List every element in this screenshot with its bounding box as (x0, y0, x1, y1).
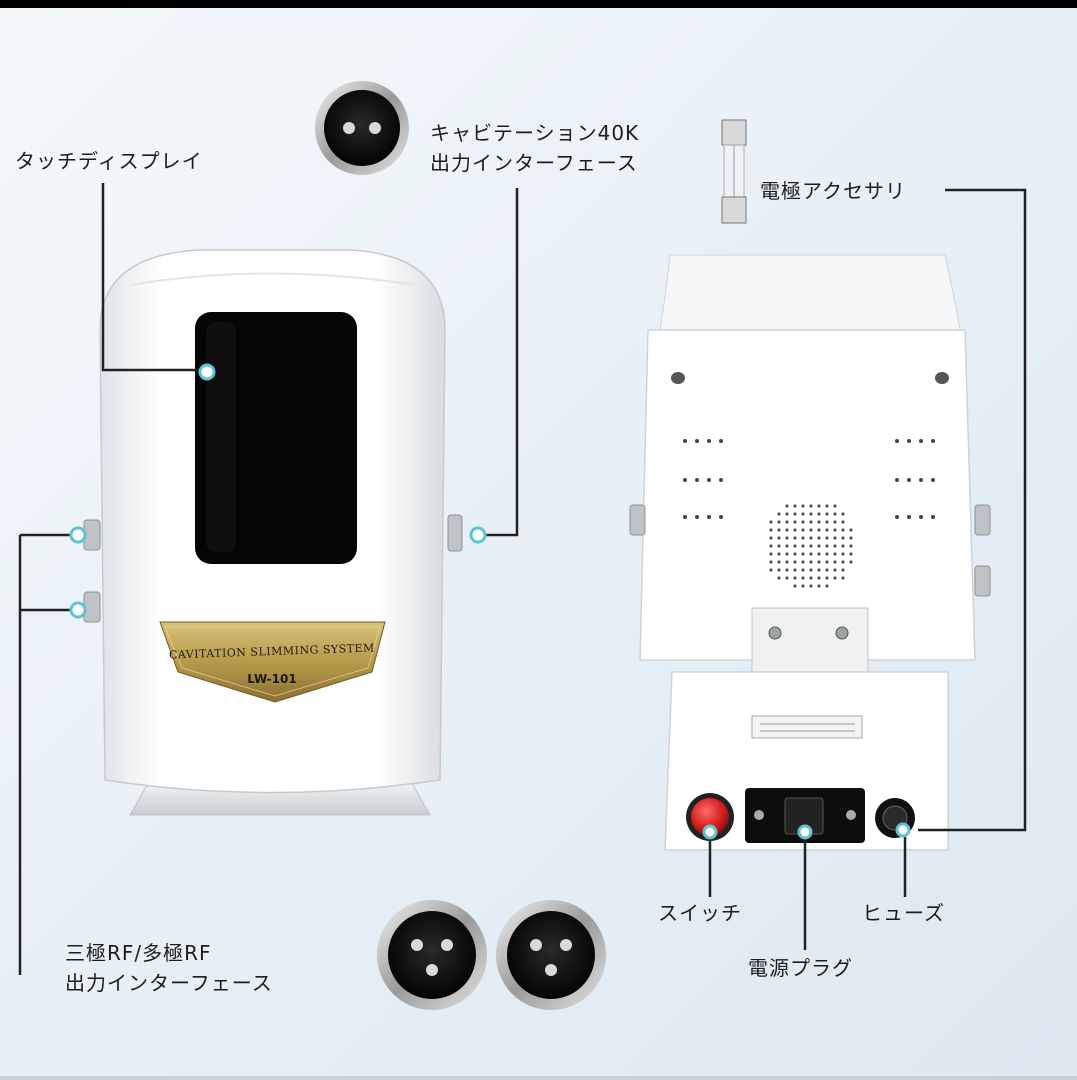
vent-holes (683, 439, 935, 519)
front-device (83, 249, 463, 816)
label-switch: スイッチ (658, 901, 742, 925)
label-fuse: ヒューズ (862, 901, 945, 925)
back-device (629, 254, 991, 851)
bottom-border-line (0, 1076, 1077, 1080)
label-electrode-accessory: 電極アクセサリ (760, 179, 906, 203)
top-border-bar (0, 0, 1077, 8)
speaker-grille (769, 504, 853, 588)
leader-lines (18, 183, 1027, 975)
label-power-plug: 電源プラグ (748, 956, 853, 980)
fuse-accessory (721, 119, 747, 224)
callout-dots (69, 363, 911, 840)
label-touch-display: タッチディスプレイ (15, 149, 203, 173)
label-rf-output: 三極RF/多極RF 出力インターフェース (65, 941, 273, 995)
brand-plate-model: LW-101 (247, 672, 296, 686)
rf-connector-left (377, 900, 487, 1010)
cavitation-connector (315, 81, 409, 175)
label-cavitation-output: キャビテーション40K 出力インターフェース (430, 121, 640, 175)
rf-connector-right (496, 900, 606, 1010)
brand-plate (159, 621, 386, 703)
power-switch (691, 798, 729, 836)
